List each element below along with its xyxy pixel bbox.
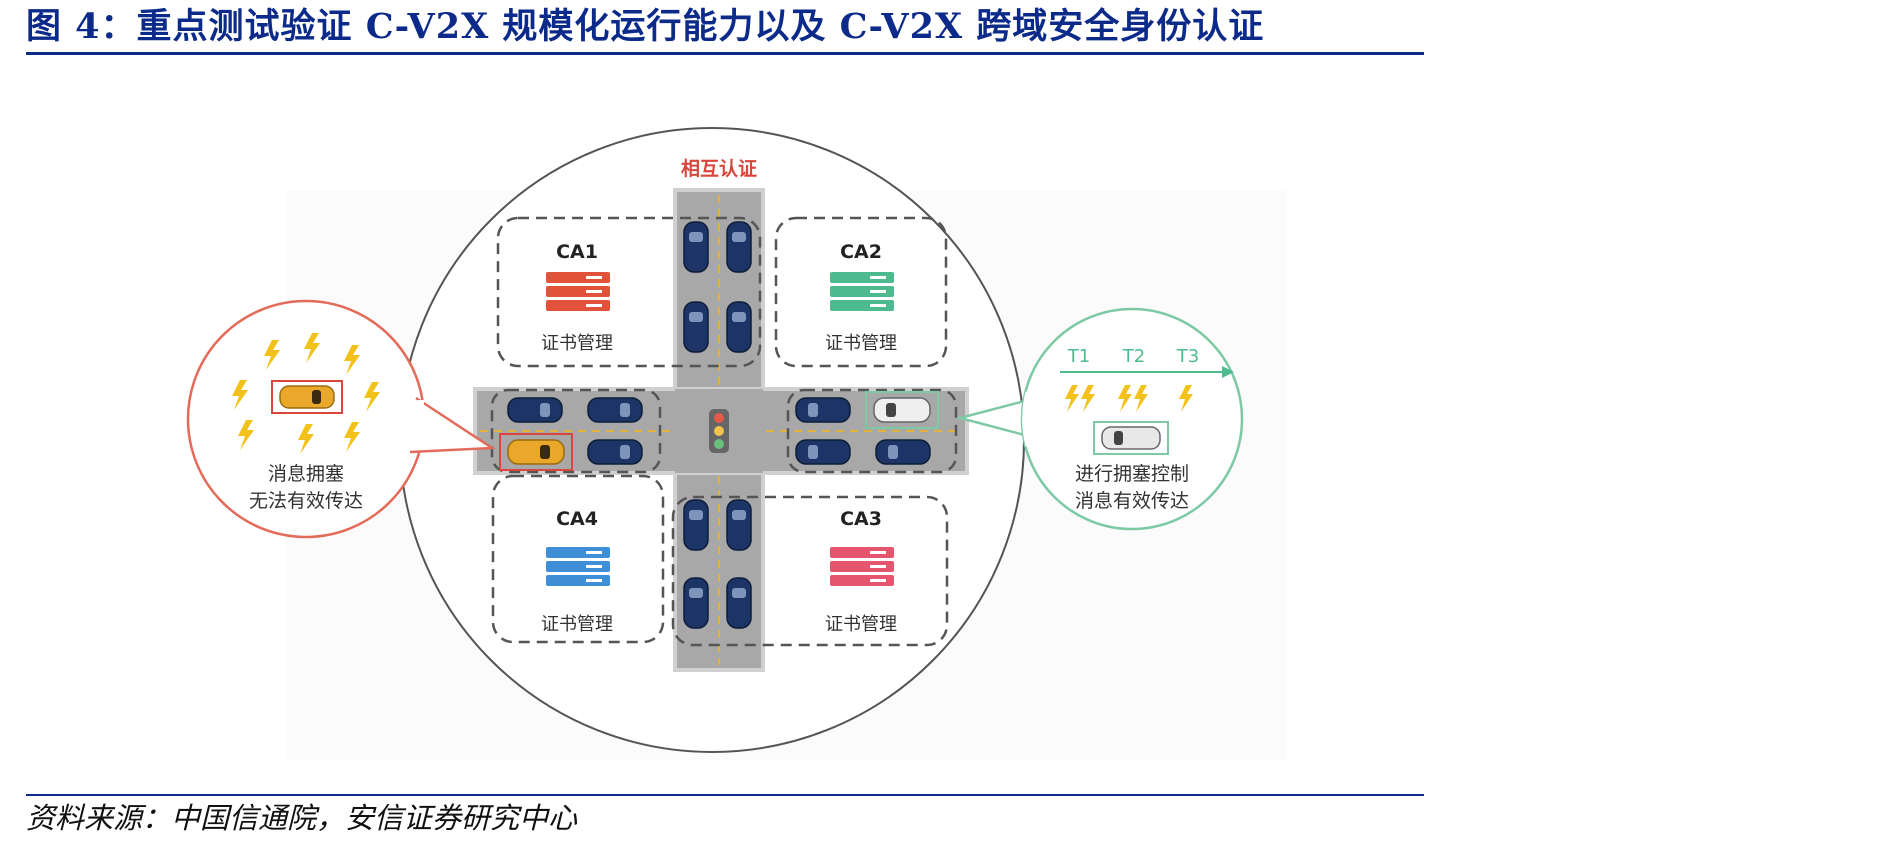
timeline-t3: T3 [1176, 346, 1199, 367]
server-icon [830, 272, 894, 311]
ca2-name: CA2 [840, 241, 882, 263]
timeline-t1: T1 [1067, 346, 1090, 367]
ca2-caption: 证书管理 [825, 333, 897, 354]
ca1-caption: 证书管理 [541, 333, 613, 354]
car-icon [795, 397, 851, 423]
left-bubble-line1: 消息拥塞 [268, 463, 344, 485]
controlled-car-highlight [865, 391, 939, 429]
right-road-region [786, 388, 958, 474]
ca1-block: CA1 证书管理 [541, 241, 613, 354]
right-bubble: T1 T2 T3 进行拥塞控制 消息有效传达 [955, 307, 1244, 531]
ca2-block: CA2 证书管理 [825, 241, 897, 354]
right-bubble-line1: 进行拥塞控制 [1075, 463, 1189, 485]
ca4-caption: 证书管理 [541, 614, 613, 635]
right-bubble-line2: 消息有效传达 [1075, 490, 1189, 512]
car-icon [683, 499, 709, 551]
lightning-icons [1065, 385, 1193, 412]
figure-source: 资料来源：中国信通院，安信证券研究中心 [26, 801, 578, 835]
figure-title: 图 4：重点测试验证 C-V2X 规模化运行能力以及 C-V2X 跨域安全身份认… [26, 6, 1265, 47]
car-icon [726, 301, 752, 353]
car-icon [279, 385, 335, 409]
ca3-name: CA3 [840, 508, 882, 530]
title-rule [26, 52, 1424, 55]
server-icon [830, 547, 894, 586]
ca1-region [496, 216, 762, 368]
arrow-head-icon [1222, 366, 1234, 378]
lightning-icons [232, 333, 380, 454]
ca3-caption: 证书管理 [825, 614, 897, 635]
car-icon [726, 221, 752, 273]
source-rule [26, 794, 1424, 796]
car-icon [587, 439, 643, 465]
ca1-name: CA1 [556, 241, 598, 263]
car-icon [795, 439, 851, 465]
ca3-block: CA3 证书管理 [825, 508, 897, 635]
left-bubble: 消息拥塞 无法有效传达 [186, 299, 496, 539]
car-icon [875, 439, 931, 465]
car-icon [726, 499, 752, 551]
vehicles [499, 221, 939, 629]
server-icon [546, 547, 610, 586]
car-icon [1101, 426, 1161, 450]
car-icon [507, 397, 563, 423]
server-icon [546, 272, 610, 311]
ca4-name: CA4 [556, 508, 598, 530]
ca4-region [491, 474, 665, 644]
car-icon [726, 577, 752, 629]
congested-car-highlight [499, 433, 573, 471]
left-bubble-line2: 无法有效传达 [249, 490, 363, 512]
ca2-region [774, 216, 948, 368]
car-icon [683, 301, 709, 353]
ca4-block: CA4 证书管理 [541, 508, 613, 635]
mutual-auth-label: 相互认证 [681, 157, 757, 180]
controlled-car-icon [873, 397, 931, 423]
car-icon [683, 577, 709, 629]
car-icon [587, 397, 643, 423]
traffic-light-icon [709, 409, 729, 453]
left-road-region [490, 388, 662, 474]
car-icon [683, 221, 709, 273]
congested-car-icon [507, 439, 565, 465]
timeline-t2: T2 [1122, 346, 1145, 367]
ca3-region [671, 495, 949, 647]
